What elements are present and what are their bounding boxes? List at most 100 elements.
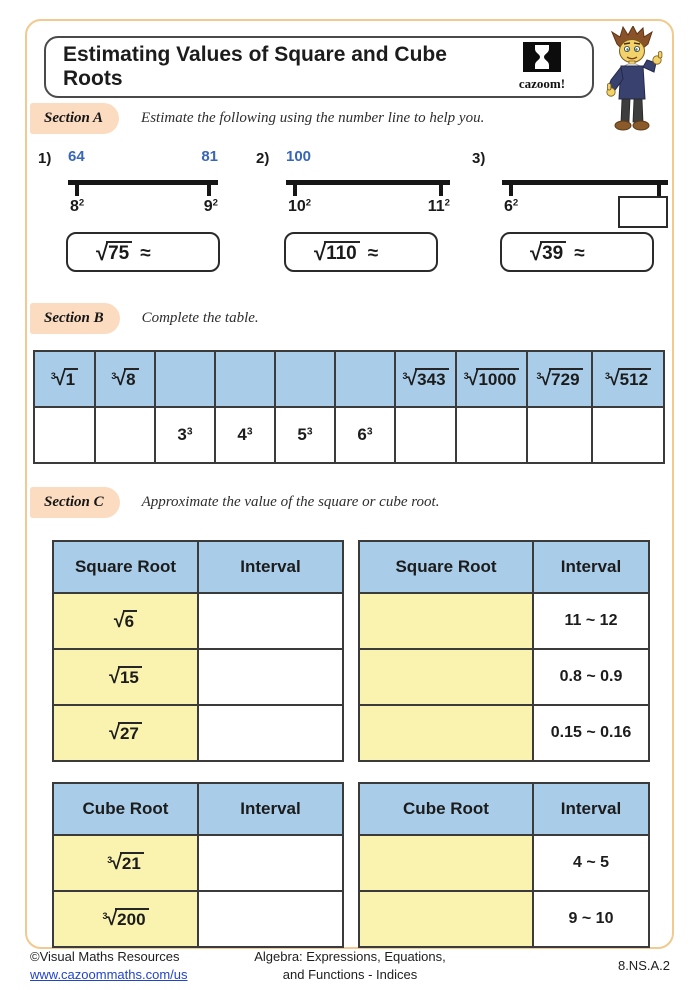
table-row: 0.8 ~ 0.9 (358, 648, 650, 706)
numberline-track (502, 180, 668, 196)
b-cell (455, 406, 528, 464)
table-row: 3√1 3√8 3√343 3√1000 3√729 3√512 (33, 350, 665, 408)
section-c-label: Section C (30, 487, 120, 518)
footer-standard: 8.NS.A.2 (617, 958, 670, 974)
interval-cell (197, 592, 344, 650)
table-row: 11 ~ 12 (358, 592, 650, 650)
interval-cell (197, 834, 344, 892)
section-b-instruction: Complete the table. (141, 310, 259, 326)
interval-cell: 9 ~ 10 (532, 890, 650, 948)
table-row: 3√21 (52, 834, 344, 892)
column-header: Square Root (52, 540, 199, 594)
numberline-values: 64 81 (68, 148, 218, 168)
section-a-header: Section A Estimate the following using t… (30, 103, 484, 134)
section-a-label: Section A (30, 103, 120, 134)
root-cell (358, 648, 534, 706)
tick-mark-icon (293, 180, 297, 196)
numberline-label-left: 82 (70, 197, 85, 215)
table-row: √6 (52, 592, 344, 650)
column-header: Square Root (358, 540, 534, 594)
numberline-problem-1: 1) 64 81 82 92 √75≈ (36, 148, 220, 276)
b-cell (334, 350, 396, 408)
b-cell (394, 406, 457, 464)
table-row: 4 ~ 5 (358, 834, 650, 892)
numberline-label-right: 112 (427, 197, 450, 215)
tick-mark-icon (439, 180, 443, 196)
numberline-label-left: 102 (288, 197, 312, 215)
numberline-values: 100 (286, 148, 450, 168)
root-cell: √15 (52, 648, 199, 706)
section-c-table-cube-2: Cube Root Interval 4 ~ 5 9 ~ 10 (358, 782, 650, 948)
column-header: Interval (532, 782, 650, 836)
b-cell (214, 350, 276, 408)
page-border (25, 19, 674, 949)
section-c-table-cube-1: Cube Root Interval 3√21 3√200 (52, 782, 344, 948)
footer-url-link[interactable]: www.cazoommaths.com/us (30, 966, 188, 982)
numberline-problem-2: 2) 100 102 112 √110≈ (254, 148, 450, 276)
interval-cell: 0.15 ~ 0.16 (532, 704, 650, 762)
column-header: Cube Root (358, 782, 534, 836)
table-row: 33 43 53 63 (33, 406, 665, 464)
cazoom-logo: cazoom! (504, 42, 580, 92)
b-cell (274, 350, 336, 408)
table-row: Square Root Interval (52, 540, 344, 594)
b-cell: 53 (274, 406, 336, 464)
title-box: Estimating Values of Square and Cube Roo… (44, 36, 594, 98)
footer-topic: Algebra: Expressions, Equations, and Fun… (200, 948, 500, 983)
blank-answer-box (618, 196, 668, 228)
problem-number: 1) (38, 150, 52, 167)
tick-mark-icon (207, 180, 211, 196)
section-c-header: Section C Approximate the value of the s… (30, 487, 439, 518)
root-cell: 3√200 (52, 890, 199, 948)
section-b-header: Section B Complete the table. (30, 303, 259, 334)
b-cell: 3√1000 (455, 350, 528, 408)
table-row: Cube Root Interval (52, 782, 344, 836)
radical-expression: √75≈ (96, 240, 151, 266)
b-cell (526, 406, 593, 464)
numberline-label-right: 92 (203, 197, 218, 215)
b-cell (94, 406, 156, 464)
numberline-labels: 82 92 (68, 198, 218, 228)
answer-box: √110≈ (284, 232, 438, 272)
root-cell (358, 834, 534, 892)
table-row: √27 (52, 704, 344, 762)
problem-number: 3) (472, 150, 486, 167)
tick-mark-icon (509, 180, 513, 196)
numberline-value-left: 64 (68, 148, 85, 165)
problem-number: 2) (256, 150, 270, 167)
b-cell: 3√512 (591, 350, 665, 408)
column-header: Interval (197, 540, 344, 594)
table-row: 9 ~ 10 (358, 890, 650, 948)
footer-copyright: ©Visual Maths Resources (30, 949, 180, 964)
interval-cell (197, 648, 344, 706)
b-cell: 3√1 (33, 350, 96, 408)
cazoom-logo-icon (523, 42, 561, 72)
interval-cell: 11 ~ 12 (532, 592, 650, 650)
interval-cell: 0.8 ~ 0.9 (532, 648, 650, 706)
root-cell (358, 890, 534, 948)
root-cell: √27 (52, 704, 199, 762)
table-row: Square Root Interval (358, 540, 650, 594)
interval-cell (197, 704, 344, 762)
root-cell (358, 592, 534, 650)
tick-mark-icon (75, 180, 79, 196)
table-row: √15 (52, 648, 344, 706)
page-title: Estimating Values of Square and Cube Roo… (63, 43, 447, 90)
b-cell: 33 (154, 406, 216, 464)
b-cell (154, 350, 216, 408)
numberline-track (286, 180, 450, 196)
root-cell: √6 (52, 592, 199, 650)
b-cell: 43 (214, 406, 276, 464)
radical-expression: √39≈ (530, 240, 585, 266)
numberline-value-left: 100 (286, 148, 312, 165)
b-cell: 63 (334, 406, 396, 464)
footer-left: ©Visual Maths Resources www.cazoommaths.… (30, 948, 200, 983)
root-cell: 3√21 (52, 834, 199, 892)
numberline-labels: 62 (502, 196, 668, 228)
numberline-track (68, 180, 218, 196)
table-row: 3√200 (52, 890, 344, 948)
interval-cell: 4 ~ 5 (532, 834, 650, 892)
interval-cell (197, 890, 344, 948)
numberline-value-right: 81 (201, 148, 218, 165)
